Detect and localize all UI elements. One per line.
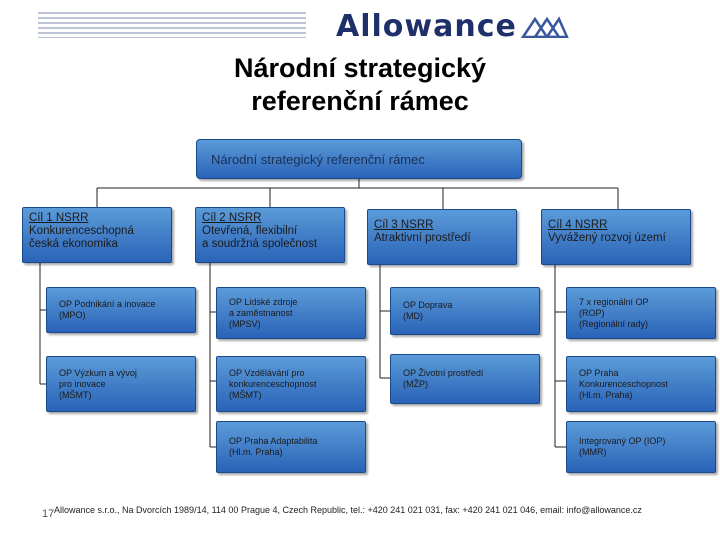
program-op-lzz-box: OP Lidské zdroje a zaměstnanost (MPSV): [216, 287, 366, 339]
root-label: Národní strategický referenční rámec: [211, 151, 425, 167]
program-line: (Hl.m. Praha): [229, 447, 283, 457]
page-number: 17: [42, 508, 55, 520]
program-line: OP Životní prostředí: [403, 368, 484, 378]
brand-logo: Allowance: [336, 9, 696, 44]
program-line: konkurenceschopnost: [229, 378, 317, 389]
program-op-pa-box: OP Praha Adaptabilita (Hl.m. Praha): [216, 421, 366, 473]
goal-3-desc-line-1: Atraktivní prostředí: [374, 232, 471, 244]
goal-4-box: Cíl 4 NSRR Vyvážený rozvoj území: [541, 209, 691, 265]
goal-3-box: Cíl 3 NSRR Atraktivní prostředí: [367, 209, 517, 265]
program-op-vavpi-box: OP Výzkum a vývoj pro inovace (MŠMT): [46, 356, 196, 412]
program-line: (MŠMT): [59, 389, 92, 400]
program-line: a zaměstnanost: [229, 307, 293, 318]
program-op-vk-box: OP Vzdělávání pro konkurenceschopnost (M…: [216, 356, 366, 412]
program-line: (MMR): [579, 447, 607, 457]
program-line: (MD): [403, 311, 423, 321]
program-line: 7 x regionální OP: [579, 296, 649, 307]
page-title: Národní strategický referenční rámec: [0, 52, 720, 118]
program-line: OP Podnikání a inovace: [59, 299, 156, 309]
program-iop-box: Integrovaný OP (IOP) (MMR): [566, 421, 716, 473]
program-op-pi-box: OP Podnikání a inovace (MPO): [46, 287, 196, 333]
program-line: (ROP): [579, 307, 605, 318]
title-line-1: Národní strategický: [233, 53, 487, 83]
program-line: (MŽP): [403, 379, 428, 389]
goal-4-desc-line-1: Vyvážený rozvoj území: [548, 232, 666, 244]
goal-1-label: Cíl 1 NSRR: [29, 212, 89, 224]
program-line: Integrovaný OP (IOP): [579, 436, 666, 446]
goal-1-desc-line-2: česká ekonomika: [29, 238, 118, 250]
goal-2-desc-line-2: a soudržná společnost: [202, 238, 318, 250]
nsrr-root-box: Národní strategický referenční rámec: [196, 139, 522, 179]
program-line: pro inovace: [59, 378, 106, 389]
program-line: Konkurenceschopnost: [579, 378, 669, 389]
program-op-zp-box: OP Životní prostředí (MŽP): [390, 354, 540, 404]
goal-1-box: Cíl 1 NSRR Konkurenceschopná česká ekono…: [22, 207, 172, 263]
triangle-logo-icon: [520, 16, 569, 38]
goal-2-box: Cíl 2 NSRR Otevřená, flexibilní a soudrž…: [195, 207, 345, 263]
program-op-pk-box: OP Praha Konkurenceschopnost (Hl.m. Prah…: [566, 356, 716, 412]
program-rop-box: 7 x regionální OP (ROP) (Regionální rady…: [566, 287, 716, 339]
goal-2-label: Cíl 2 NSRR: [202, 212, 262, 224]
program-line: (MPO): [59, 310, 86, 320]
program-line: OP Praha: [579, 367, 619, 378]
program-line: (Hl.m. Praha): [579, 389, 633, 400]
program-line: OP Vzdělávání pro: [229, 367, 305, 378]
goal-1-desc-line-1: Konkurenceschopná: [29, 225, 134, 237]
program-line: (Regionální rady): [579, 318, 649, 329]
footer-contact: Allowance s.r.o., Na Dvorcích 1989/14, 1…: [54, 505, 642, 515]
program-line: OP Výzkum a vývoj: [59, 367, 137, 378]
title-line-2: referenční rámec: [251, 86, 469, 116]
program-op-doprava-box: OP Doprava (MD): [390, 287, 540, 335]
goal-4-label: Cíl 4 NSRR: [548, 219, 608, 231]
program-line: (MŠMT): [229, 389, 262, 400]
brand-name: Allowance: [336, 9, 517, 44]
program-line: OP Doprava: [403, 300, 453, 310]
program-line: (MPSV): [229, 318, 261, 329]
goal-2-desc-line-1: Otevřená, flexibilní: [202, 225, 298, 237]
decorative-stripes: [38, 12, 306, 38]
program-line: OP Praha Adaptabilita: [229, 436, 318, 446]
goal-3-label: Cíl 3 NSRR: [374, 219, 434, 231]
program-line: OP Lidské zdroje: [229, 296, 298, 307]
